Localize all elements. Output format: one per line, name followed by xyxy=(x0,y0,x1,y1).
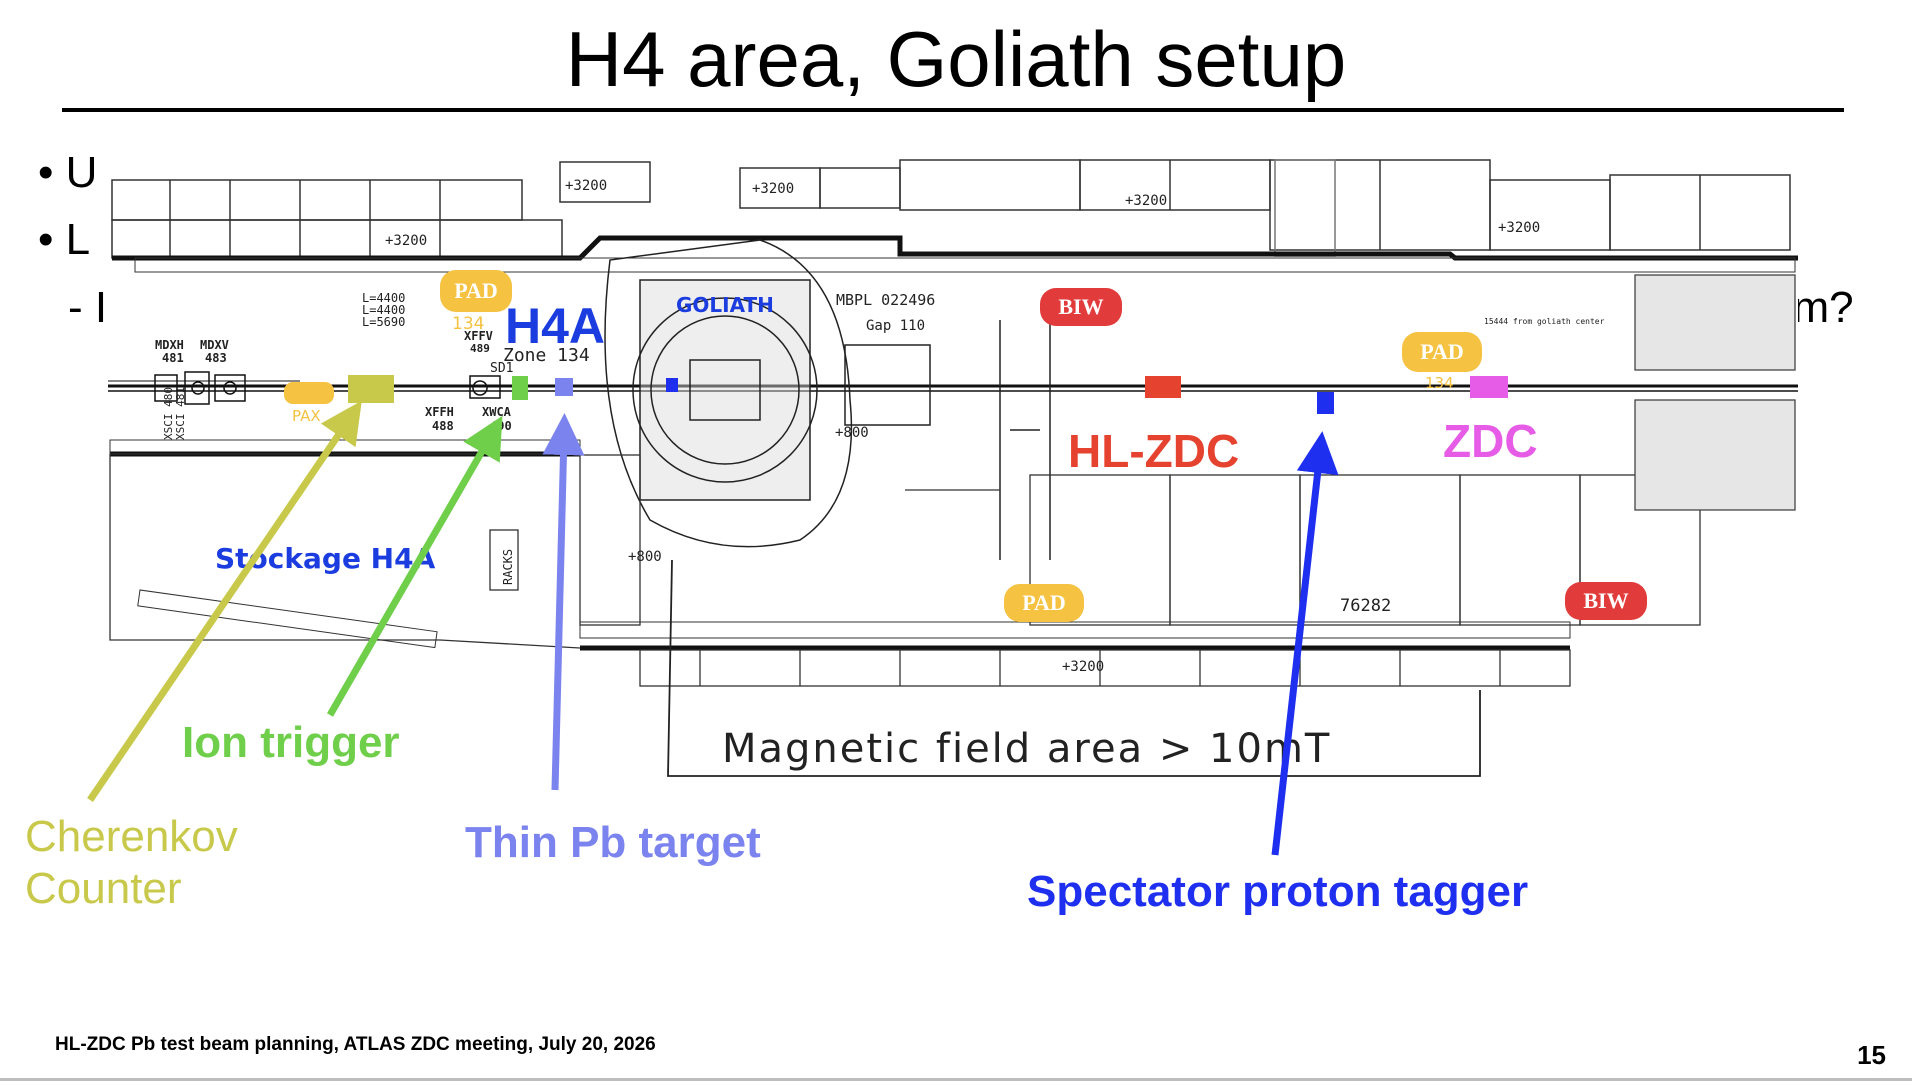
spectator-tagger-marker xyxy=(1317,392,1334,414)
thin-target-label: Thin Pb target xyxy=(465,818,761,867)
pad-tag-left xyxy=(440,270,512,312)
dim-label: +800 xyxy=(628,549,662,565)
bullet-2: • L xyxy=(38,215,91,264)
cherenkov-label-line1: Cherenkov xyxy=(25,812,238,861)
spectator-arrow xyxy=(1271,431,1339,856)
xffh-number: 488 xyxy=(432,419,454,433)
dim-label: +3200 xyxy=(1498,220,1540,236)
biw-tag-bottom xyxy=(1565,582,1647,620)
spectator-label: Spectator proton tagger xyxy=(1027,867,1529,916)
dim-label: +3200 xyxy=(565,178,607,194)
pax-label: PAX xyxy=(292,407,321,425)
page-number: 15 xyxy=(1857,1040,1886,1070)
dim-label: 76282 xyxy=(1340,596,1391,616)
magnetic-field-box xyxy=(667,559,1481,777)
ion-trigger-label: Ion trigger xyxy=(182,718,400,767)
goliath-label: GOLIATH xyxy=(676,293,774,317)
pad-number-left: 134 xyxy=(452,314,484,334)
right-hatched-blocks xyxy=(1634,274,1796,511)
pad-number-right: 134 xyxy=(1425,374,1454,392)
pad-tags: PAD 134 PAD 134 PAD PAX BIW BIW xyxy=(284,270,1647,622)
zdc-marker xyxy=(1470,376,1508,398)
racks-label: RACKS xyxy=(501,549,515,585)
cherenkov-label-line2: Counter xyxy=(25,864,182,913)
length-label: L=4400 xyxy=(362,291,405,305)
hl-zdc-marker xyxy=(1145,376,1181,398)
dim-label: +3200 xyxy=(1125,193,1167,209)
dim-label: +3200 xyxy=(1062,659,1104,675)
pad-tag-right xyxy=(1402,332,1482,372)
ion-trigger-arrow xyxy=(326,415,503,717)
sd-label: SD1 xyxy=(490,361,513,376)
bullet-1: • U xyxy=(38,148,98,197)
pad-tag-bottom xyxy=(1004,584,1084,622)
magnet-name: MDXH xyxy=(155,338,184,352)
xsci-tag: XSCI 480 xyxy=(162,387,175,440)
thin-target-arrow xyxy=(542,413,585,791)
pax-tag xyxy=(284,382,334,404)
slide-title: H4 area, Goliath setup xyxy=(565,15,1347,103)
left-magnets xyxy=(154,371,501,405)
magnet-number: 483 xyxy=(205,351,227,365)
biw-tag-top xyxy=(1040,288,1122,326)
h4a-label: H4A xyxy=(505,298,605,354)
svg-text:BIW: BIW xyxy=(1583,588,1628,613)
cherenkov-arrow xyxy=(87,400,362,802)
svg-text:BIW: BIW xyxy=(1058,294,1103,319)
xsci-tag: XSCI 481 xyxy=(174,387,187,440)
bullet-3: - I xyxy=(68,283,108,332)
cherenkov-marker xyxy=(348,375,394,403)
xwca-number: 490 xyxy=(490,419,512,433)
dim-label: +3200 xyxy=(752,181,794,197)
xwca-label: XWCA xyxy=(482,405,512,419)
svg-text:PAD: PAD xyxy=(454,278,498,303)
length-label: L=4400 xyxy=(362,303,405,317)
xffv-label: XFFV xyxy=(464,329,493,343)
ion-trigger-marker xyxy=(512,376,528,400)
magnet-name: MDXV xyxy=(200,338,229,352)
svg-text:PAD: PAD xyxy=(1022,590,1066,615)
lower-rooms xyxy=(109,454,1701,687)
goliath-beam-marker xyxy=(666,378,678,392)
magnetic-field-label: Magnetic field area > 10mT xyxy=(722,726,1331,772)
bullet-1-text: U xyxy=(65,148,98,197)
length-label: L=5690 xyxy=(362,315,405,329)
xffv-number: 489 xyxy=(470,342,490,355)
bullet-2-text: L xyxy=(65,215,91,264)
svg-text:PAD: PAD xyxy=(1420,339,1464,364)
mbpl-label: MBPL 022496 xyxy=(836,291,935,309)
xffh-label: XFFH xyxy=(425,405,454,419)
gap-label: Gap 110 xyxy=(866,318,925,334)
zone-label: Zone 134 xyxy=(503,345,590,366)
thin-target-marker xyxy=(555,378,573,396)
zdc-label: ZDC xyxy=(1443,415,1538,467)
hl-zdc-label: HL-ZDC xyxy=(1068,425,1240,477)
title-rule xyxy=(62,108,1844,112)
bottom-bar xyxy=(0,1078,1912,1081)
small-note: 15444 from goliath center xyxy=(1484,317,1605,326)
upper-blocks xyxy=(111,159,1791,259)
dim-label: +3200 xyxy=(385,233,427,249)
dim-label: +800 xyxy=(835,425,869,441)
magnet-number: 481 xyxy=(162,351,184,365)
slide-footer: HL-ZDC Pb test beam planning, ATLAS ZDC … xyxy=(55,1034,656,1055)
